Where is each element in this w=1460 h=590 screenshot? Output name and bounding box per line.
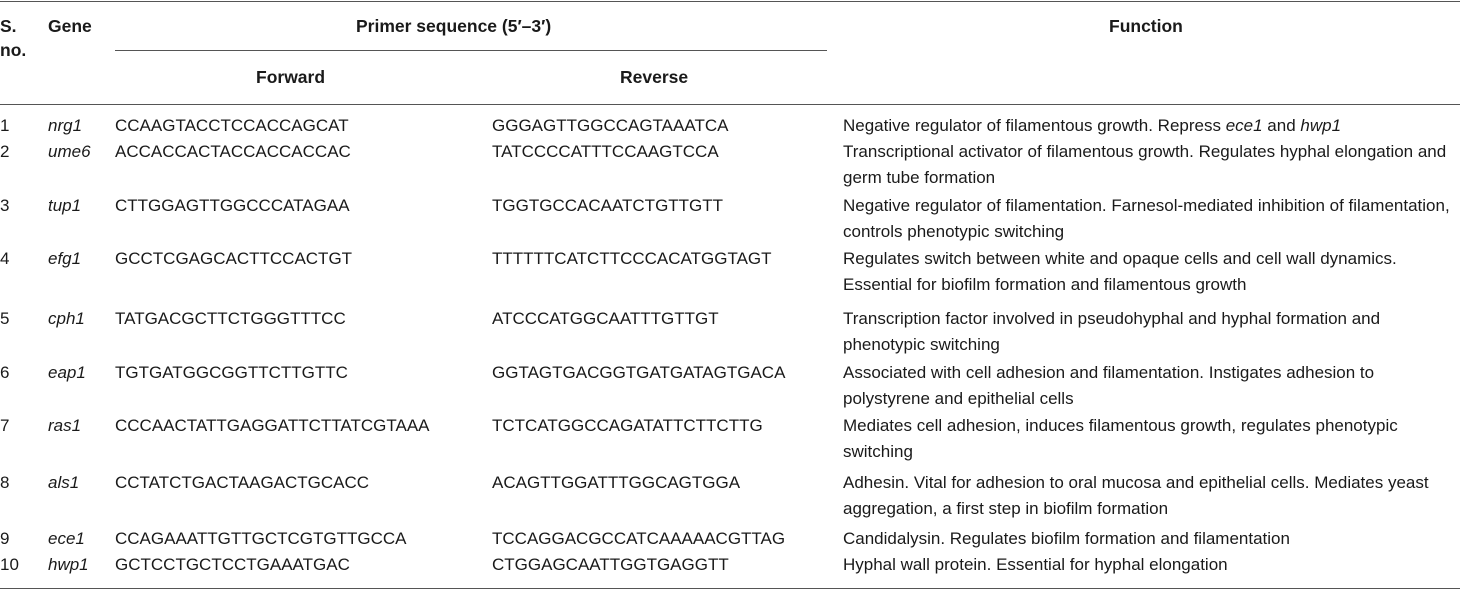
function-text: Candidalysin. Regulates biofilm formatio… [843,529,1290,548]
row-function: Transcription factor involved in pseudoh… [843,306,1453,358]
row-function: Regulates switch between white and opaqu… [843,246,1453,298]
row-function: Candidalysin. Regulates biofilm formatio… [843,526,1453,552]
bottom-rule [0,588,1460,589]
row-forward-primer: CCAAGTACCTCCACCAGCAT [115,116,349,135]
header-reverse: Reverse [620,67,689,87]
row-reverse-primer: TTTTTTCATCTTCCCACATGGTAGT [492,249,772,268]
row-number: 6 [0,363,10,382]
row-gene: cph1 [48,309,85,328]
header-sno-line1: S. [0,16,17,36]
row-forward-primer: CCCAACTATTGAGGATTCTTATCGTAAA [115,416,430,435]
function-text: hwp1 [1300,116,1342,135]
row-forward-primer: CCAGAAATTGTTGCTCGTGTTGCCA [115,529,407,548]
row-number: 7 [0,416,10,435]
header-sno: S. no. [0,14,26,62]
primer-subheader-rule [115,50,827,51]
row-gene: hwp1 [48,555,89,574]
row-reverse-primer: GGGAGTTGGCCAGTAAATCA [492,116,729,135]
function-text: and [1262,116,1301,135]
row-number: 1 [0,116,10,135]
row-reverse-primer: CTGGAGCAATTGGTGAGGTT [492,555,729,574]
row-forward-primer: TATGACGCTTCTGGGTTTCC [115,309,346,328]
function-text: Transcriptional activator of filamentous… [843,142,1447,187]
header-sno-line2: no. [0,40,27,60]
row-gene: nrg1 [48,116,83,135]
row-reverse-primer: TCCAGGACGCCATCAAAAACGTTAG [492,529,786,548]
row-function: Transcriptional activator of filamentous… [843,139,1453,191]
row-forward-primer: TGTGATGGCGGTTCTTGTTC [115,363,348,382]
function-text: Mediates cell adhesion, induces filament… [843,416,1398,461]
header-forward: Forward [256,67,326,87]
row-reverse-primer: ATCCCATGGCAATTTGTTGT [492,309,719,328]
row-forward-primer: CTTGGAGTTGGCCCATAGAA [115,196,350,215]
row-forward-primer: ACCACCACTACCACCACCAC [115,142,351,161]
row-function: Negative regulator of filamentation. Far… [843,193,1453,245]
function-text: Regulates switch between white and opaqu… [843,249,1397,294]
header-function: Function [1109,16,1183,36]
header-primer-sequence: Primer sequence (5′–3′) [356,16,552,36]
row-gene: als1 [48,473,80,492]
row-reverse-primer: ACAGTTGGATTTGGCAGTGGA [492,473,741,492]
row-reverse-primer: TCTCATGGCCAGATATTCTTCTTG [492,416,763,435]
function-text: Transcription factor involved in pseudoh… [843,309,1381,354]
row-number: 3 [0,196,10,215]
row-reverse-primer: TATCCCCATTTCCAAGTCCA [492,142,719,161]
row-gene: ece1 [48,529,85,548]
row-number: 4 [0,249,10,268]
row-gene: ras1 [48,416,82,435]
row-reverse-primer: TGGTGCCACAATCTGTTGTT [492,196,724,215]
function-text: Associated with cell adhesion and filame… [843,363,1375,408]
row-function: Negative regulator of filamentous growth… [843,113,1453,139]
row-number: 5 [0,309,10,328]
function-text: Negative regulator of filamentation. Far… [843,196,1450,241]
top-rule [0,1,1460,2]
row-function: Associated with cell adhesion and filame… [843,360,1453,412]
row-function: Mediates cell adhesion, induces filament… [843,413,1453,465]
row-gene: ume6 [48,142,91,161]
row-function: Hyphal wall protein. Essential for hypha… [843,552,1453,578]
row-function: Adhesin. Vital for adhesion to oral muco… [843,470,1453,522]
row-number: 9 [0,529,10,548]
header-gene: Gene [48,16,92,36]
row-forward-primer: CCTATCTGACTAAGACTGCACC [115,473,370,492]
function-text: Adhesin. Vital for adhesion to oral muco… [843,473,1429,518]
row-gene: efg1 [48,249,82,268]
row-forward-primer: GCCTCGAGCACTTCCACTGT [115,249,353,268]
row-reverse-primer: GGTAGTGACGGTGATGATAGTGACA [492,363,786,382]
row-gene: tup1 [48,196,82,215]
header-bottom-rule [0,104,1460,105]
row-number: 8 [0,473,10,492]
row-number: 10 [0,555,19,574]
function-text: Hyphal wall protein. Essential for hypha… [843,555,1228,574]
row-gene: eap1 [48,363,86,382]
row-number: 2 [0,142,10,161]
function-text: Negative regulator of filamentous growth… [843,116,1226,135]
row-forward-primer: GCTCCTGCTCCTGAAATGAC [115,555,350,574]
function-text: ece1 [1225,116,1263,135]
